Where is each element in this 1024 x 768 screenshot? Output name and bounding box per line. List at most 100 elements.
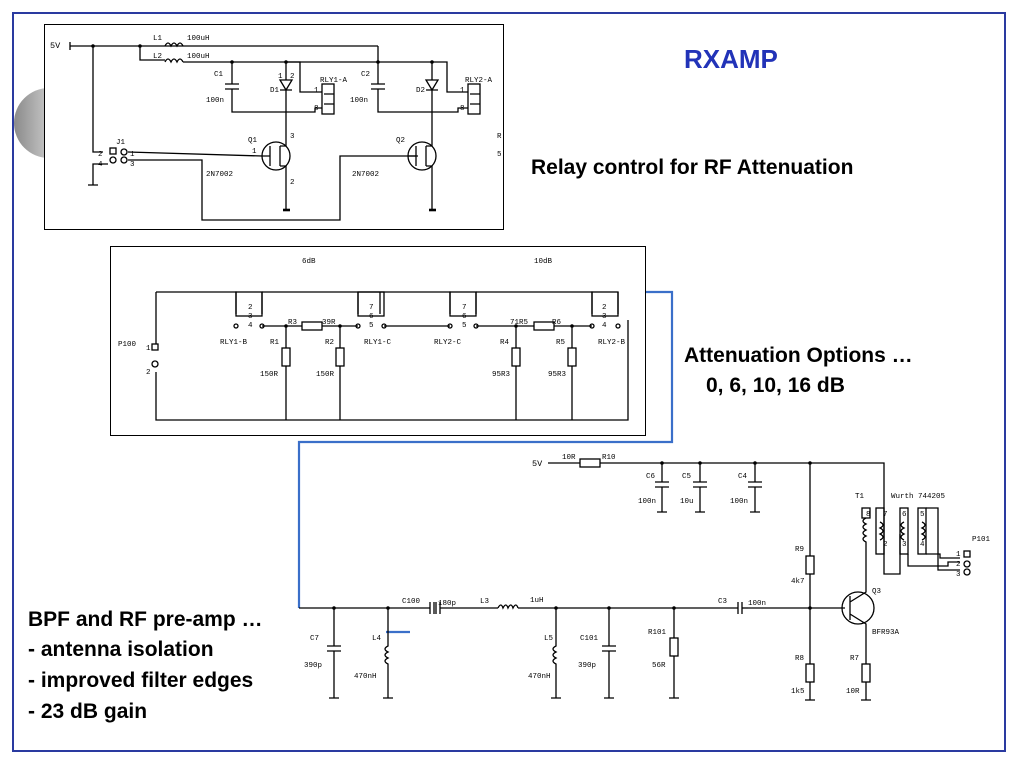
l5-value: 470nH: [528, 673, 551, 681]
pin-label: 2: [883, 541, 888, 549]
pin-label: 1: [314, 87, 319, 95]
l1-ref: L1: [153, 35, 163, 43]
pin-label: 5: [369, 322, 374, 330]
r8-value: 1k5: [791, 688, 805, 696]
r6-ref: R6: [552, 319, 562, 327]
attenuator-schematic: 6dB 10dB 2 3 4 7 6 5 7 6 5 2 3 4 R3 39R: [118, 258, 629, 421]
q3-ref: Q3: [872, 588, 882, 596]
slide-title: RXAMP: [684, 44, 778, 74]
pin-label: 4: [602, 322, 607, 330]
pin-label: 6: [369, 313, 374, 321]
pin-label: 7: [462, 304, 467, 312]
r8-ref: R8: [795, 655, 804, 663]
r101-ref: R101: [648, 629, 667, 637]
pin-label: 3: [902, 541, 907, 549]
d2-ref: D2: [416, 87, 425, 95]
pin-label: 1: [278, 73, 283, 81]
pin-label: 5: [920, 511, 925, 519]
r10-value: 10R: [562, 454, 576, 462]
rly2a-label: RLY2-A: [465, 77, 493, 85]
l3-value: 1uH: [530, 597, 544, 605]
r9-ref: R9: [795, 546, 804, 554]
pin-label: 4: [920, 541, 925, 549]
attenuation-heading: Attenuation Options …: [684, 344, 913, 367]
c101-ref: C101: [580, 635, 599, 643]
rly1b-label: RLY1-B: [220, 339, 248, 347]
pin-label: 1: [252, 148, 257, 156]
pin-label: 2: [290, 73, 295, 81]
q2-ref: Q2: [396, 137, 405, 145]
label-6db: 6dB: [302, 258, 316, 266]
attenuator-schematic-panel: [110, 246, 646, 436]
attenuation-values: 0, 6, 10, 16 dB: [706, 374, 845, 397]
rly1a-label: RLY1-A: [320, 77, 348, 85]
c4-ref: C4: [738, 473, 748, 481]
bullet-marker: -: [28, 638, 35, 661]
pin-label: 8: [460, 105, 465, 113]
t1-part: Wurth 744205: [891, 493, 946, 501]
edge-5-label: 5: [497, 151, 502, 159]
bullet-marker: -: [28, 700, 35, 723]
pin-label: 3: [956, 571, 961, 579]
pin-label: 8: [866, 511, 871, 519]
t1-ref: T1: [855, 493, 865, 501]
q1-part: 2N7002: [206, 171, 233, 179]
pin-label: 1: [460, 87, 465, 95]
l5-ref: L5: [544, 635, 554, 643]
r2-ref: R2: [325, 339, 334, 347]
c4-value: 100n: [730, 498, 748, 506]
c101-value: 390p: [578, 662, 596, 670]
amplifier-schematic: 5V 10R R10 C6 100n C5 10u C4 100n R9 4k7…: [299, 454, 991, 701]
pin-label: 1: [146, 345, 151, 353]
c2-ref: C2: [361, 71, 370, 79]
c5-ref: C5: [682, 473, 692, 481]
pin-label: 4: [248, 322, 253, 330]
r5-ref: R5: [556, 339, 566, 347]
pin-label: 7: [883, 511, 888, 519]
q1-ref: Q1: [248, 137, 258, 145]
bullet-text: 23 dB gain: [40, 700, 148, 723]
r2-value: 150R: [316, 371, 335, 379]
bpf-bullet-3: - 23 dB gain: [28, 696, 147, 727]
l4-ref: L4: [372, 635, 382, 643]
amp-supply-label: 5V: [532, 459, 543, 469]
bullet-text: antenna isolation: [40, 638, 214, 661]
l4-value: 470nH: [354, 673, 377, 681]
pin-label: 8: [314, 105, 319, 113]
r4-value: 95R3: [492, 371, 511, 379]
r1-ref: R1: [270, 339, 280, 347]
c1-value: 100n: [206, 97, 224, 105]
c3-ref: C3: [718, 598, 728, 606]
r7-ref: R7: [850, 655, 859, 663]
pin-label: 1: [956, 551, 961, 559]
r1-value: 150R: [260, 371, 279, 379]
edge-r-label: R: [497, 133, 502, 141]
pin-label: 2: [956, 561, 961, 569]
relay-control-schematic: 5V L1 100uH L2 100uH C1 100n D1 2 1 RLY1…: [50, 35, 502, 221]
c100-value: 180p: [438, 600, 456, 608]
q2-part: 2N7002: [352, 171, 379, 179]
pin-label: 3: [290, 133, 295, 141]
q3-part: BFR93A: [872, 629, 900, 637]
c5-value: 10u: [680, 498, 694, 506]
r10-ref: R10: [602, 454, 616, 462]
highlight-connector: [297, 290, 674, 608]
pin-label: 3: [130, 161, 135, 169]
pin-label: 3: [602, 313, 607, 321]
d1-ref: D1: [270, 87, 280, 95]
rly2b-label: RLY2-B: [598, 339, 626, 347]
pin-label: 1: [130, 151, 135, 159]
pin-label: 2: [290, 179, 295, 187]
c2-value: 100n: [350, 97, 368, 105]
c3-value: 100n: [748, 600, 766, 608]
l2-ref: L2: [153, 53, 162, 61]
c6-value: 100n: [638, 498, 656, 506]
r101-value: 56R: [652, 662, 666, 670]
pin-label: 2: [248, 304, 253, 312]
l2-value: 100uH: [187, 53, 210, 61]
r4-ref: R4: [500, 339, 510, 347]
r6-value: 71R5: [510, 319, 529, 327]
pin-label: 2: [146, 369, 151, 377]
pin-label: 6: [462, 313, 467, 321]
